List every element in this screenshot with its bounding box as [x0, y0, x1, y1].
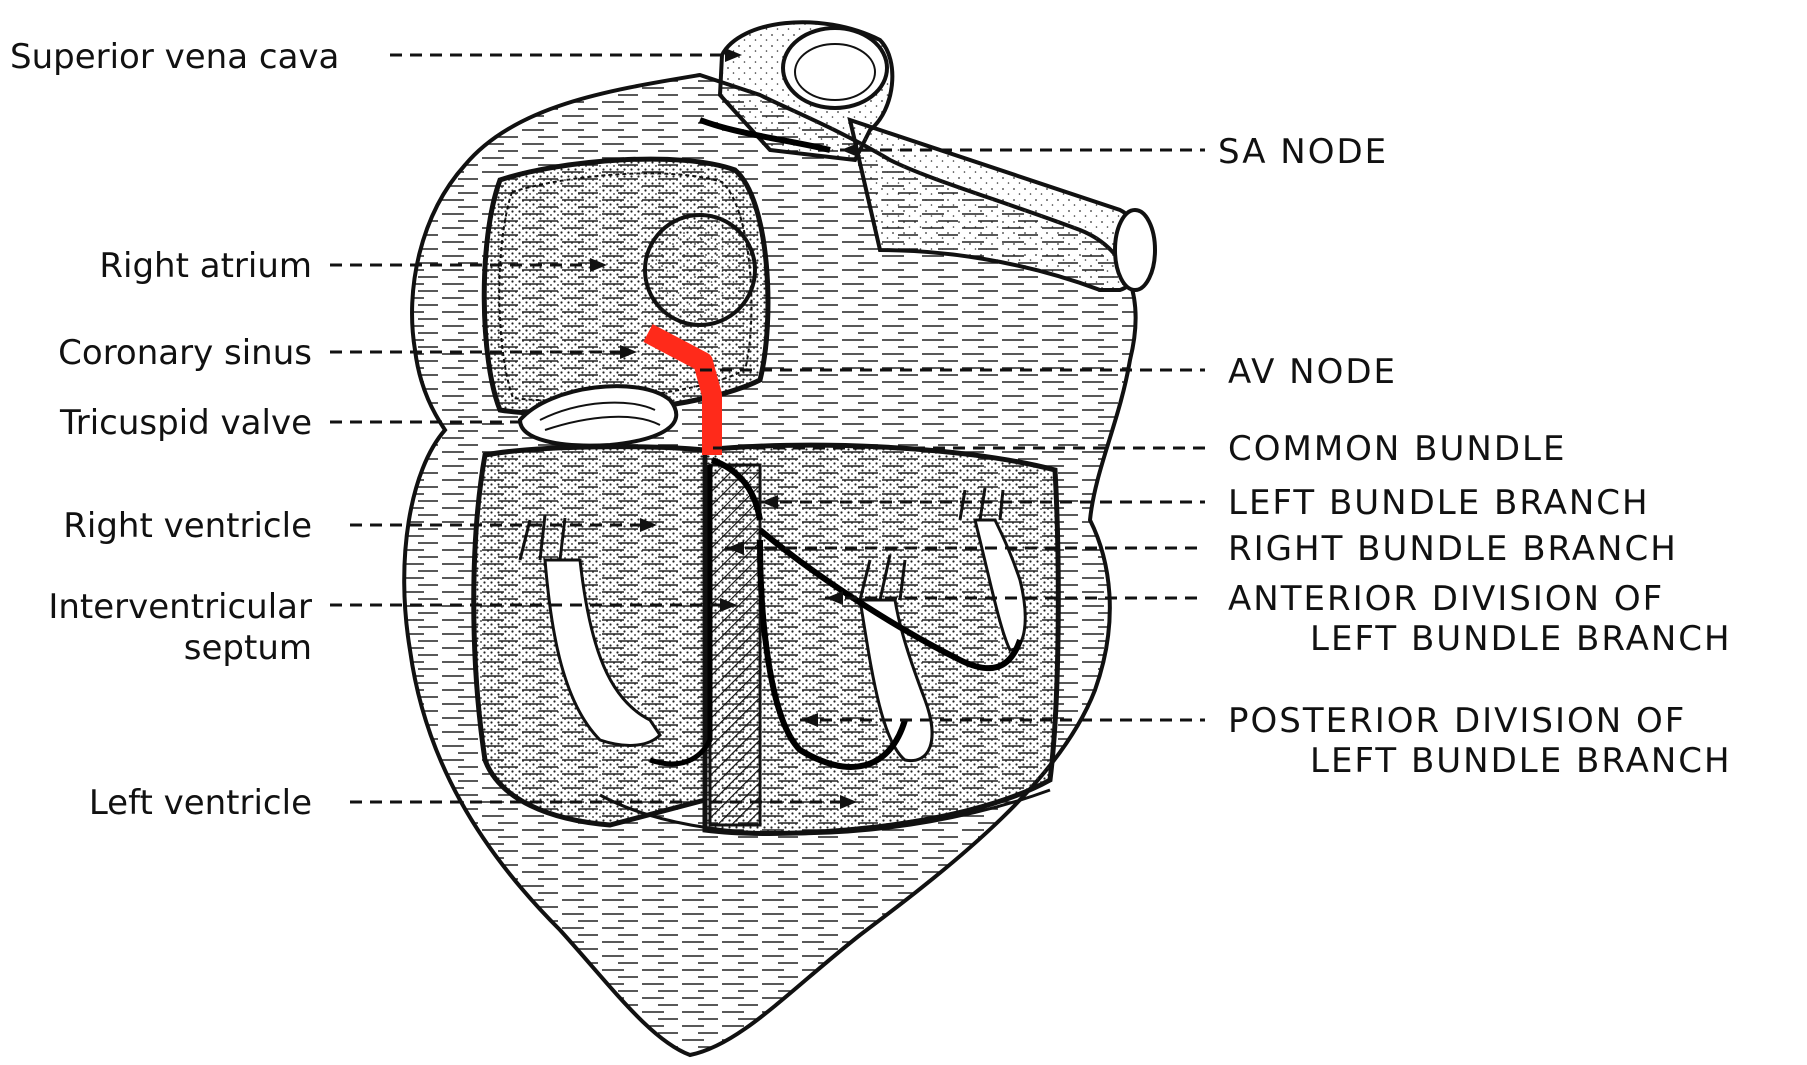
fossa-ovalis [645, 215, 755, 325]
label-sa-node: SA NODE [1218, 135, 1388, 169]
label-tricuspid-valve: Tricuspid valve [60, 406, 312, 440]
label-coronary-sinus: Coronary sinus [58, 336, 312, 370]
label-posterior-division-line2: LEFT BUNDLE BRANCH [1310, 744, 1732, 778]
label-interventricular-line1: Interventricular [48, 590, 312, 624]
vena-cava-opening [783, 28, 887, 108]
label-interventricular-line2: septum [184, 631, 312, 665]
label-anterior-division-line1: ANTERIOR DIVISION OF [1228, 582, 1664, 616]
label-posterior-division-line1: POSTERIOR DIVISION OF [1228, 704, 1686, 738]
label-right-ventricle: Right ventricle [63, 509, 312, 543]
label-common-bundle: COMMON BUNDLE [1228, 432, 1566, 466]
label-anterior-division-line2: LEFT BUNDLE BRANCH [1310, 622, 1732, 656]
label-left-bundle-branch: LEFT BUNDLE BRANCH [1228, 486, 1650, 520]
label-superior-vena-cava: Superior vena cava [10, 40, 339, 74]
label-left-ventricle: Left ventricle [89, 786, 312, 820]
vessel-opening [1115, 210, 1155, 290]
label-av-node: AV NODE [1228, 355, 1397, 389]
interventricular-septum-shape [710, 465, 760, 825]
label-right-atrium: Right atrium [99, 249, 312, 283]
label-right-bundle-branch: RIGHT BUNDLE BRANCH [1228, 532, 1678, 566]
